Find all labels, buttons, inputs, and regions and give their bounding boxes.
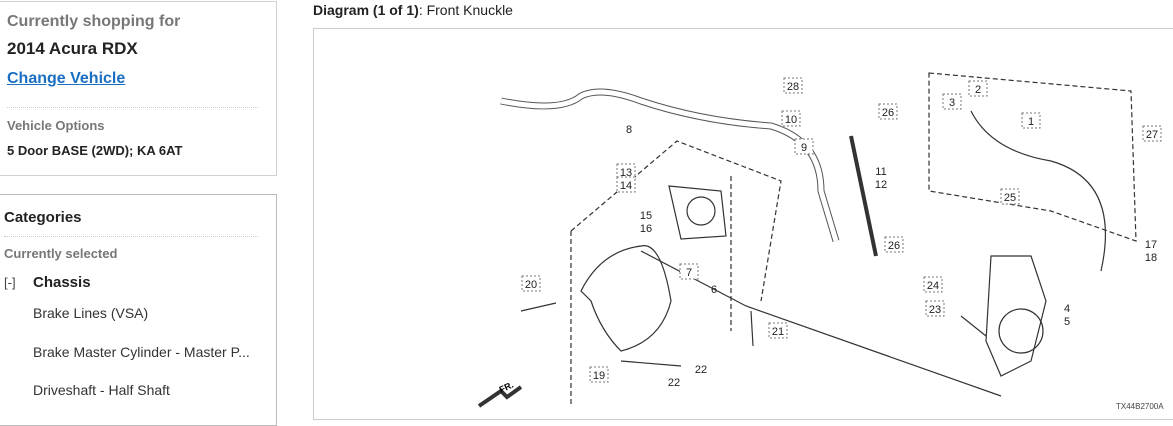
callout-20[interactable]: 20: [525, 279, 537, 291]
callout-25[interactable]: 25: [1004, 192, 1016, 204]
callout-box: [521, 275, 541, 292]
callout-21[interactable]: 21: [772, 326, 784, 338]
callout-4[interactable]: 4: [1064, 303, 1070, 315]
diagram-illustration: [500, 72, 1137, 406]
callout-28[interactable]: 28: [787, 81, 799, 93]
callout-box: [968, 80, 988, 97]
category-item[interactable]: Driveshaft - Half Shaft: [33, 382, 170, 398]
callout-box: [925, 300, 945, 317]
change-vehicle-link[interactable]: Change Vehicle: [7, 70, 126, 87]
callout-box: [781, 110, 801, 127]
callout-box: [884, 236, 904, 253]
callout-box: [679, 263, 699, 280]
callout-box: [1021, 112, 1041, 129]
callout-18[interactable]: 18: [1145, 252, 1157, 264]
callout-10[interactable]: 10: [785, 114, 797, 126]
callout-26[interactable]: 26: [882, 107, 894, 119]
callout-12[interactable]: 12: [875, 179, 887, 191]
categories-panel: Categories Currently selected [-] Chassi…: [0, 194, 277, 426]
callout-1[interactable]: 1: [1028, 116, 1034, 128]
vehicle-options-value: 5 Door BASE (2WD); KA 6AT: [7, 143, 183, 158]
callout-8[interactable]: 8: [626, 124, 632, 136]
callout-15[interactable]: 15: [640, 210, 652, 222]
divider: [4, 236, 258, 237]
callout-box: [1142, 125, 1162, 142]
divider: [7, 107, 258, 108]
diagram-title-prefix: Diagram (1 of 1): [313, 2, 419, 18]
callout-14[interactable]: 14: [620, 180, 632, 192]
callout-9[interactable]: 9: [801, 142, 807, 154]
callout-22[interactable]: 22: [668, 377, 680, 389]
callout-26[interactable]: 26: [888, 240, 900, 252]
callout-7[interactable]: 7: [686, 267, 692, 279]
front-arrow-icon: FR.: [477, 380, 523, 408]
category-item[interactable]: Brake Lines (VSA): [33, 305, 149, 321]
callout-box: [942, 93, 962, 110]
callout-6[interactable]: 6: [711, 284, 717, 296]
callout-box: [616, 176, 636, 193]
diagram-title: Diagram (1 of 1): Front Knuckle: [313, 2, 513, 18]
diagram-title-name: : Front Knuckle: [418, 2, 513, 18]
callout-16[interactable]: 16: [640, 223, 652, 235]
vehicle-options-label: Vehicle Options: [7, 118, 105, 133]
callout-5[interactable]: 5: [1064, 316, 1070, 328]
callout-24[interactable]: 24: [927, 280, 939, 292]
shopping-heading: Currently shopping for: [7, 13, 181, 30]
callout-11[interactable]: 11: [875, 166, 886, 178]
current-category[interactable]: Chassis: [33, 274, 91, 291]
callout-box: [923, 276, 943, 293]
callout-23[interactable]: 23: [929, 304, 941, 316]
category-item[interactable]: Brake Master Cylinder - Master P...: [33, 344, 250, 360]
callout-2[interactable]: 2: [975, 84, 981, 96]
callout-box: [794, 138, 814, 155]
callout-27[interactable]: 27: [1146, 129, 1158, 141]
callout-17[interactable]: 17: [1145, 239, 1157, 251]
callout-box: [878, 103, 898, 120]
callout-19[interactable]: 19: [593, 370, 605, 382]
vehicle-name: 2014 Acura RDX: [7, 39, 138, 58]
categories-heading: Categories: [4, 209, 82, 226]
vehicle-panel: Currently shopping for 2014 Acura RDX Ch…: [0, 1, 277, 176]
callout-box: [1000, 188, 1020, 205]
callout-box: [783, 77, 803, 94]
callout-box: [589, 366, 609, 383]
diagram-code: TX44B2700A: [1116, 402, 1164, 411]
callout-13[interactable]: 13: [620, 167, 632, 179]
callout-3[interactable]: 3: [949, 97, 955, 109]
currently-selected-label: Currently selected: [4, 246, 118, 261]
collapse-toggle[interactable]: [-]: [4, 275, 16, 290]
callout-box: [768, 322, 788, 339]
callout-22[interactable]: 22: [695, 364, 707, 376]
